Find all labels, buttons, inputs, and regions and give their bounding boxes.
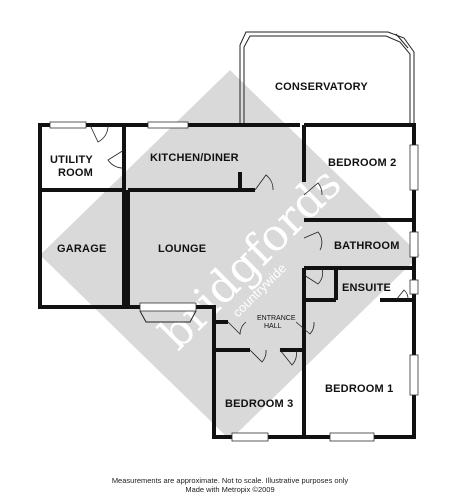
doors [89, 124, 409, 366]
watermark-diamond [40, 70, 420, 440]
label-kitchen-diner: KITCHEN/DINER [150, 152, 239, 164]
label-conservatory: CONSERVATORY [275, 81, 368, 93]
footer-line-2: Made with Metropix ©2009 [185, 485, 275, 494]
label-ensuite: ENSUITE [342, 282, 391, 294]
room-labels: CONSERVATORY UTILITY ROOM KITCHEN/DINER … [50, 81, 400, 410]
footer-disclaimer: Measurements are approximate. Not to sca… [0, 476, 460, 494]
label-lounge: LOUNGE [158, 243, 206, 255]
label-garage: GARAGE [57, 243, 106, 255]
label-entrance-hall-2: HALL [264, 323, 282, 330]
label-utility-room-2: ROOM [58, 167, 93, 179]
windows [49, 121, 419, 442]
label-bedroom-3: BEDROOM 3 [225, 398, 293, 410]
label-bedroom-2: BEDROOM 2 [328, 157, 396, 169]
watermark: bridgfords countrywide [40, 70, 420, 440]
label-utility-room-1: UTILITY [50, 154, 93, 166]
footer-line-1: Measurements are approximate. Not to sca… [111, 476, 349, 485]
conservatory-walls [239, 31, 415, 125]
label-bathroom: BATHROOM [334, 240, 400, 252]
label-entrance-hall-1: ENTRANCE [257, 315, 296, 322]
label-bedroom-1: BEDROOM 1 [325, 383, 393, 395]
